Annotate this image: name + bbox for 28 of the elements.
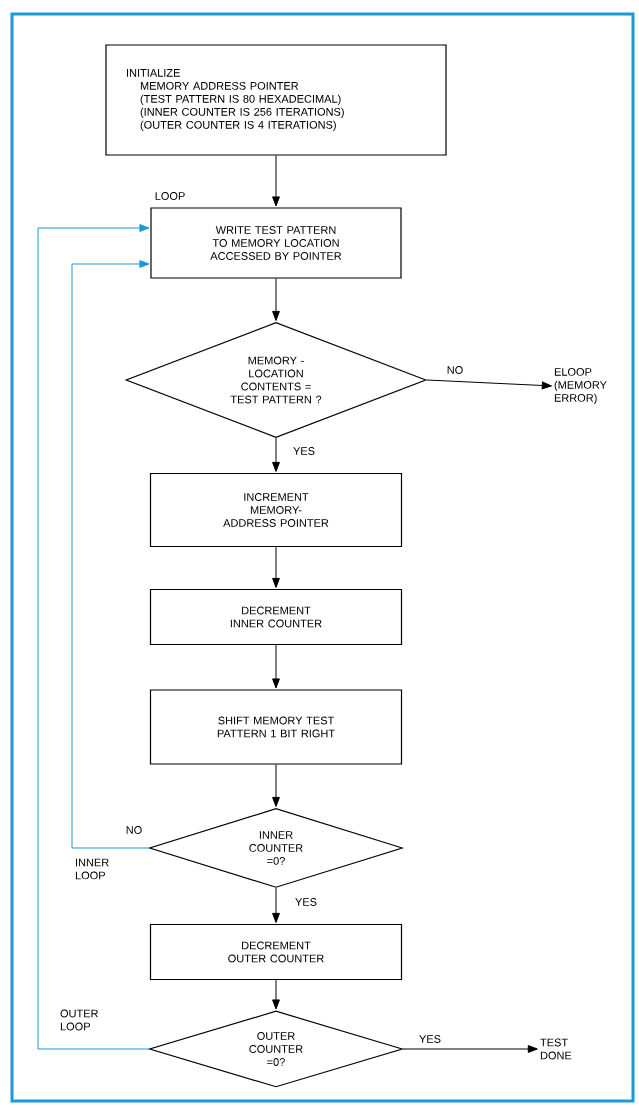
- edge-label: NO: [445, 365, 465, 375]
- arrow: [272, 979, 280, 1010]
- arrow: [272, 764, 280, 807]
- arrow: [272, 887, 280, 923]
- process-box: SHIFT MEMORY TEST PATTERN 1 BIT RIGHT: [149, 689, 403, 765]
- process-box: INITIALIZE MEMORY ADDRESS POINTER (TEST PATTERN IS 80 HEXADECIMAL) (INNER COUNTER IS 256 ITERATIONS) (OUTER COUNTER IS 4 ITERATIONS): [105, 44, 447, 156]
- arrow: [272, 546, 280, 588]
- arrow: [272, 155, 280, 207]
- edge-label: YES: [292, 446, 316, 456]
- process-box: WRITE TEST PATTERN TO MEMORY LOCATION ACCESSED BY POINTER: [150, 207, 402, 279]
- loop-label: INNER LOOP: [75, 858, 109, 880]
- edge-label: YES: [418, 1034, 442, 1044]
- process-box: DECREMENT INNER COUNTER: [149, 588, 403, 646]
- arrow: [272, 278, 280, 321]
- terminal-text: TEST DONE: [540, 1038, 572, 1060]
- arrow: [71, 260, 150, 849]
- loop-label: LOOP: [155, 192, 185, 200]
- arrow: [37, 224, 150, 1050]
- process-box: DECREMENT OUTER COUNTER: [149, 923, 403, 981]
- arrow: [426, 379, 552, 390]
- arrow: [402, 1045, 538, 1053]
- edge-label: NO: [124, 825, 144, 835]
- process-box: INCREMENT MEMORY-ADDRESS POINTER: [149, 472, 403, 548]
- loop-label: OUTER LOOP: [60, 1009, 98, 1031]
- arrow: [272, 644, 280, 689]
- edge-label: YES: [294, 897, 318, 907]
- arrow: [272, 437, 280, 472]
- terminal-text: ELOOP (MEMORY ERROR): [554, 368, 607, 404]
